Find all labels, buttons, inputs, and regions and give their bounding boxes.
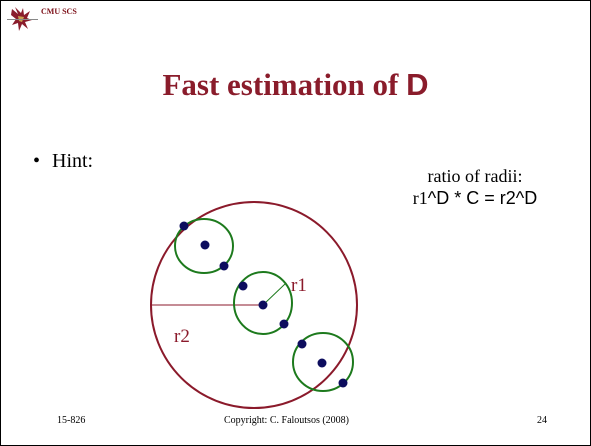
title-text: Fast estimation of	[162, 67, 407, 102]
bullet-text: Hint:	[52, 150, 94, 172]
bullet-item: • Hint:	[33, 149, 93, 173]
r1-radius-line	[262, 283, 286, 306]
point	[258, 300, 268, 310]
inner-circle-middle	[233, 271, 293, 335]
bullet-marker: •	[33, 150, 41, 172]
ratio-note-formula: ^D * C = r2^D	[427, 188, 538, 208]
inner-circle-bottom	[292, 332, 354, 392]
ratio-note-line2: r1^D * C = r2^D	[380, 187, 570, 209]
title-variable: D	[406, 67, 429, 102]
ratio-note-line1: ratio of radii:	[427, 166, 523, 186]
footer-course: 15-826	[57, 415, 86, 426]
header-divider	[7, 19, 38, 20]
ratio-note-r1: r1	[412, 188, 428, 208]
ratio-note: ratio of radii: r1^D * C = r2^D	[380, 165, 570, 209]
point	[279, 319, 289, 329]
point	[179, 221, 189, 231]
point	[317, 358, 327, 368]
point	[238, 281, 248, 291]
r1-label: r1	[291, 275, 307, 296]
slide-title: Fast estimation of D	[1, 65, 590, 105]
point	[338, 378, 348, 388]
inner-circle-top	[174, 218, 234, 274]
point	[297, 339, 307, 349]
footer-copyright: Copyright: C. Faloutsos (2008)	[224, 415, 350, 426]
footer-page-number: 24	[537, 415, 547, 426]
point	[219, 261, 229, 271]
r2-label: r2	[174, 326, 190, 347]
point	[200, 240, 210, 250]
header-label: CMU SCS	[41, 7, 77, 16]
